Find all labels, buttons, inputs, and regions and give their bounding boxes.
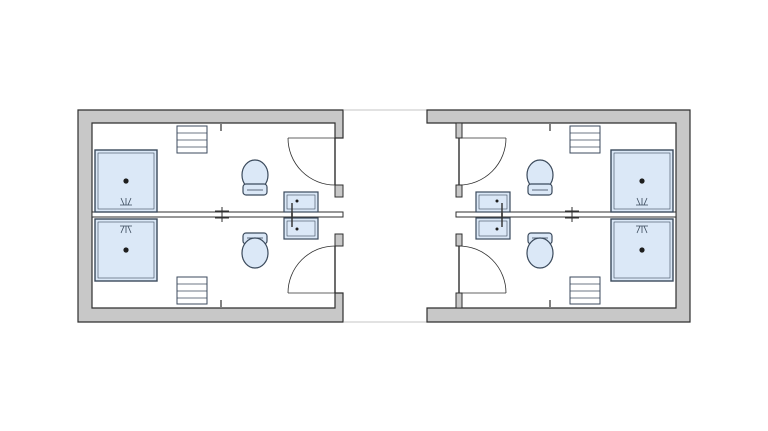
right-door-jamb-mid-bottom	[455, 233, 463, 247]
toilet-icon	[241, 159, 269, 196]
unit-right	[426, 109, 691, 323]
drain-icon	[215, 207, 229, 222]
right-door-jamb-bottom	[455, 292, 463, 309]
door-swing-icon	[458, 137, 507, 186]
right-door-jamb-mid-top	[455, 184, 463, 198]
unit-left	[77, 109, 344, 323]
right-partition	[455, 211, 677, 218]
toilet-icon	[526, 232, 554, 269]
left-partition	[91, 211, 344, 218]
sink-icon	[475, 213, 511, 240]
shower-tray-icon	[94, 218, 158, 282]
sink-icon	[283, 191, 319, 217]
right-door-jamb-top	[455, 122, 463, 139]
shower-tray-icon	[610, 149, 674, 213]
drain-icon	[565, 207, 579, 222]
door-swing-icon	[287, 137, 336, 186]
left-door-jamb-top	[334, 184, 344, 198]
toilet-icon	[241, 232, 269, 269]
radiator-icon	[176, 276, 222, 307]
radiator-icon	[549, 124, 601, 154]
radiator-icon	[176, 124, 222, 154]
left-door-jamb-bottom	[334, 233, 344, 247]
shower-tray-icon	[94, 149, 158, 213]
sink-icon	[283, 213, 319, 240]
shower-tray-icon	[610, 218, 674, 282]
door-swing-icon	[287, 245, 336, 294]
radiator-icon	[549, 276, 601, 307]
door-swing-icon	[458, 245, 507, 294]
sink-icon	[475, 191, 511, 217]
toilet-icon	[526, 159, 554, 196]
